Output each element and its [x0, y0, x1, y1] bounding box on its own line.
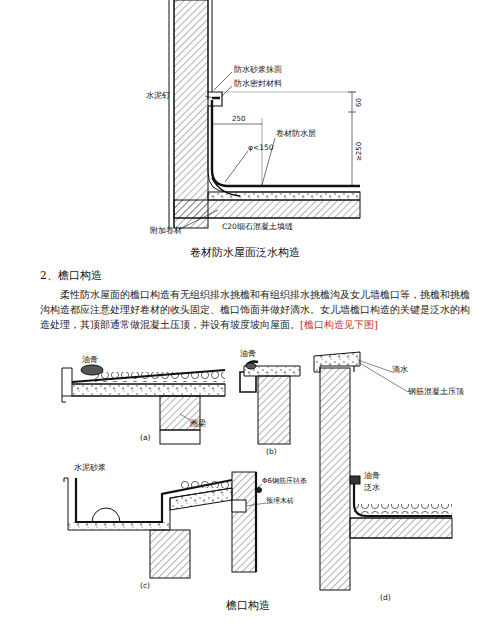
figure-letter: (c)	[140, 582, 150, 590]
figure-letter: (b)	[266, 448, 277, 456]
part-label: 油膏	[82, 356, 98, 364]
figure-caption: 卷材防水屋面泛水构造	[190, 247, 300, 259]
part-label: 油膏	[240, 350, 256, 358]
body-text: 柔性防水屋面的檐口构造有无组织排水挑檐和有组织排水挑檐沟及女儿墙檐口等，挑檐和挑…	[40, 289, 470, 330]
part-label: 卷材防水层	[276, 130, 316, 138]
figure-letter: (d)	[380, 594, 391, 602]
body-paragraph: 柔性防水屋面的檐口构造有无组织排水挑檐和有组织排水挑檐沟及女儿墙檐口等，挑檐和挑…	[40, 287, 472, 332]
part-label: 泛水	[364, 484, 380, 492]
part-label: 防水密封材料	[234, 80, 282, 88]
dimension: 250	[232, 116, 245, 124]
dimension: 60	[356, 97, 364, 108]
figure-caption: 檐口构造	[226, 600, 270, 612]
part-label: 水泥砂浆	[74, 464, 106, 472]
part-label: 防水砂浆抹面	[234, 66, 282, 74]
part-label: 水泥钉	[146, 92, 170, 100]
part-label: 圈梁	[190, 420, 206, 428]
figure-letter: (a)	[140, 434, 150, 442]
part-label: 附加卷材	[150, 227, 182, 235]
part-label: 预埋木砖	[266, 498, 294, 506]
part-label: 钢筋混凝土压顶	[408, 388, 464, 396]
part-label: 滴水	[392, 366, 408, 374]
part-label: C20细石混凝土填缝	[222, 223, 293, 231]
part-label: Φ6钢筋压毡条	[262, 478, 307, 486]
section-heading: 2、檐口构造	[40, 270, 102, 282]
figure-reference: [檐口构造见下图]	[300, 319, 378, 330]
dimension: ≥250	[356, 141, 364, 162]
part-label: 油膏	[364, 472, 380, 480]
dimension: φ<150	[248, 144, 274, 152]
